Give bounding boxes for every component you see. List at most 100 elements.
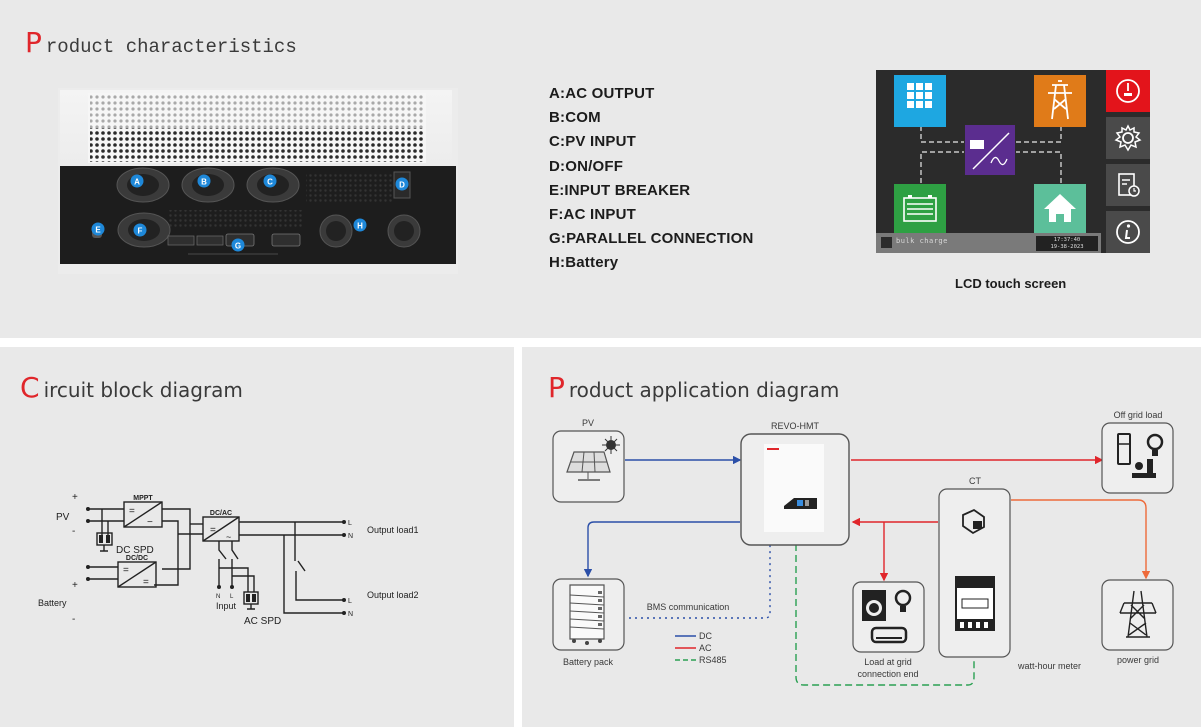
grid-tower-icon[interactable] bbox=[1034, 75, 1086, 127]
svg-text:~: ~ bbox=[226, 532, 231, 542]
svg-text:−: − bbox=[147, 517, 153, 528]
lcd-flow-lines bbox=[920, 126, 1062, 183]
legend-label-rs485: RS485 bbox=[699, 655, 727, 665]
rs485-line bbox=[795, 544, 975, 686]
info-icon[interactable] bbox=[1106, 211, 1150, 253]
battery-to-inverter-dc-line bbox=[583, 521, 740, 578]
lcd-date: 19-38-2023 bbox=[1050, 243, 1084, 250]
power-grid-label: power grid bbox=[1117, 655, 1159, 665]
status-indicator bbox=[881, 237, 892, 248]
bms-communication-line bbox=[629, 544, 771, 619]
settings-gear-icon[interactable] bbox=[1106, 117, 1150, 159]
callout-markers: A B C D E F G H bbox=[91, 174, 409, 252]
input-n-label: N bbox=[216, 594, 220, 600]
grid-load-label-line2: connection end bbox=[857, 669, 918, 679]
inverter-rear-panel-image: A B C D E F G H bbox=[58, 88, 458, 274]
inverter-icon[interactable] bbox=[965, 125, 1015, 175]
out2-n: N bbox=[348, 611, 353, 618]
input-l-label: L bbox=[230, 594, 234, 600]
lcd-caption: LCD touch screen bbox=[955, 276, 1067, 291]
lcd-clock: 17:37:40 19-38-2023 bbox=[1036, 236, 1098, 251]
out1-l: L bbox=[348, 520, 352, 527]
battery-plus: + bbox=[72, 580, 78, 591]
mppt-label: MPPT bbox=[133, 495, 153, 502]
grid-load-label-line1: Load at grid bbox=[864, 657, 912, 667]
feature-item: G:PARALLEL CONNECTION bbox=[549, 230, 754, 248]
solar-panel-icon bbox=[566, 451, 611, 481]
callout-e: E bbox=[91, 222, 105, 236]
battery-stack-icon bbox=[569, 584, 605, 645]
battery-minus: - bbox=[72, 614, 75, 625]
callout-d: D bbox=[395, 177, 409, 191]
feature-list: A:AC OUTPUT B:COM C:PV INPUT D:ON/OFF E:… bbox=[549, 82, 753, 276]
ct-label: CT bbox=[969, 476, 981, 486]
svg-text:=: = bbox=[123, 565, 129, 576]
dcdc-label: DC/DC bbox=[126, 555, 148, 562]
svg-text:=: = bbox=[210, 525, 216, 536]
svg-text:=: = bbox=[129, 506, 135, 517]
feature-item: C:PV INPUT bbox=[549, 133, 637, 151]
svg-text:B: B bbox=[201, 178, 207, 187]
bms-communication-label: BMS communication bbox=[647, 602, 730, 612]
output-load2-label: Output load2 bbox=[367, 590, 419, 600]
feature-item: E:INPUT BREAKER bbox=[549, 181, 691, 199]
light-bulb-icon bbox=[1146, 433, 1164, 456]
lcd-touch-screen: bulk charge 17:37:40 19-38-2023 bbox=[876, 70, 1150, 253]
pv-plus: + bbox=[72, 492, 78, 503]
circuit-diagram: MPPT DC/DC DC/AC + PV - + Battery - DC S… bbox=[38, 492, 419, 627]
application-diagram: PV REVO-HMT Off grid load bbox=[552, 410, 1174, 686]
dc-spd-label: DC SPD bbox=[116, 545, 154, 556]
ac-spd-label: AC SPD bbox=[244, 616, 281, 627]
callout-c: C bbox=[263, 174, 277, 188]
ct-meter-node bbox=[938, 488, 1011, 658]
svg-text:G: G bbox=[235, 242, 241, 251]
pv-solar-icon[interactable] bbox=[894, 75, 946, 127]
pv-label: PV bbox=[56, 512, 70, 523]
pv-node bbox=[552, 430, 625, 503]
battery-pack-label: Battery pack bbox=[563, 657, 614, 667]
watt-hour-meter-label: watt-hour meter bbox=[1017, 661, 1081, 671]
legend-item-rs485: RS485 bbox=[675, 655, 727, 665]
dashboard-gauge-icon[interactable] bbox=[1106, 70, 1150, 112]
svg-text:F: F bbox=[138, 227, 143, 236]
out1-n: N bbox=[348, 533, 353, 540]
svg-text:A: A bbox=[134, 178, 140, 187]
pv-node-label: PV bbox=[582, 418, 594, 428]
pv-minus: - bbox=[72, 526, 75, 537]
grid-load-node bbox=[852, 581, 925, 653]
feature-item: D:ON/OFF bbox=[549, 157, 624, 175]
output-load1-label: Output load1 bbox=[367, 525, 419, 535]
feature-item: H:Battery bbox=[549, 254, 619, 272]
battery-icon[interactable] bbox=[894, 184, 946, 236]
legend-item-ac: AC bbox=[675, 643, 712, 653]
home-icon[interactable] bbox=[1034, 184, 1086, 236]
svg-text:E: E bbox=[95, 226, 101, 235]
sun-icon bbox=[602, 436, 620, 454]
dcac-label: DC/AC bbox=[210, 510, 232, 517]
washing-machine-icon bbox=[862, 590, 886, 621]
inverter-node-label: REVO-HMT bbox=[771, 421, 819, 431]
callout-a: A bbox=[130, 174, 144, 188]
air-conditioner-icon bbox=[870, 626, 908, 644]
callout-b: B bbox=[197, 174, 211, 188]
legend: DC AC RS485 bbox=[675, 631, 727, 665]
ct-sensor-icon bbox=[962, 508, 985, 535]
callout-g: G bbox=[231, 238, 245, 252]
history-log-icon[interactable] bbox=[1106, 164, 1150, 206]
status-text: bulk charge bbox=[896, 237, 948, 245]
lcd-time: 17:37:40 bbox=[1053, 237, 1081, 243]
off-grid-load-node bbox=[1101, 422, 1174, 494]
battery-label: Battery bbox=[38, 598, 67, 608]
feature-item: B:COM bbox=[549, 109, 601, 127]
legend-label-ac: AC bbox=[699, 643, 712, 653]
legend-label-dc: DC bbox=[699, 631, 712, 641]
lcd-status-bar: bulk charge 17:37:40 19-38-2023 bbox=[876, 233, 1101, 253]
svg-text:=: = bbox=[143, 577, 149, 588]
feature-item: F:AC INPUT bbox=[549, 206, 636, 224]
